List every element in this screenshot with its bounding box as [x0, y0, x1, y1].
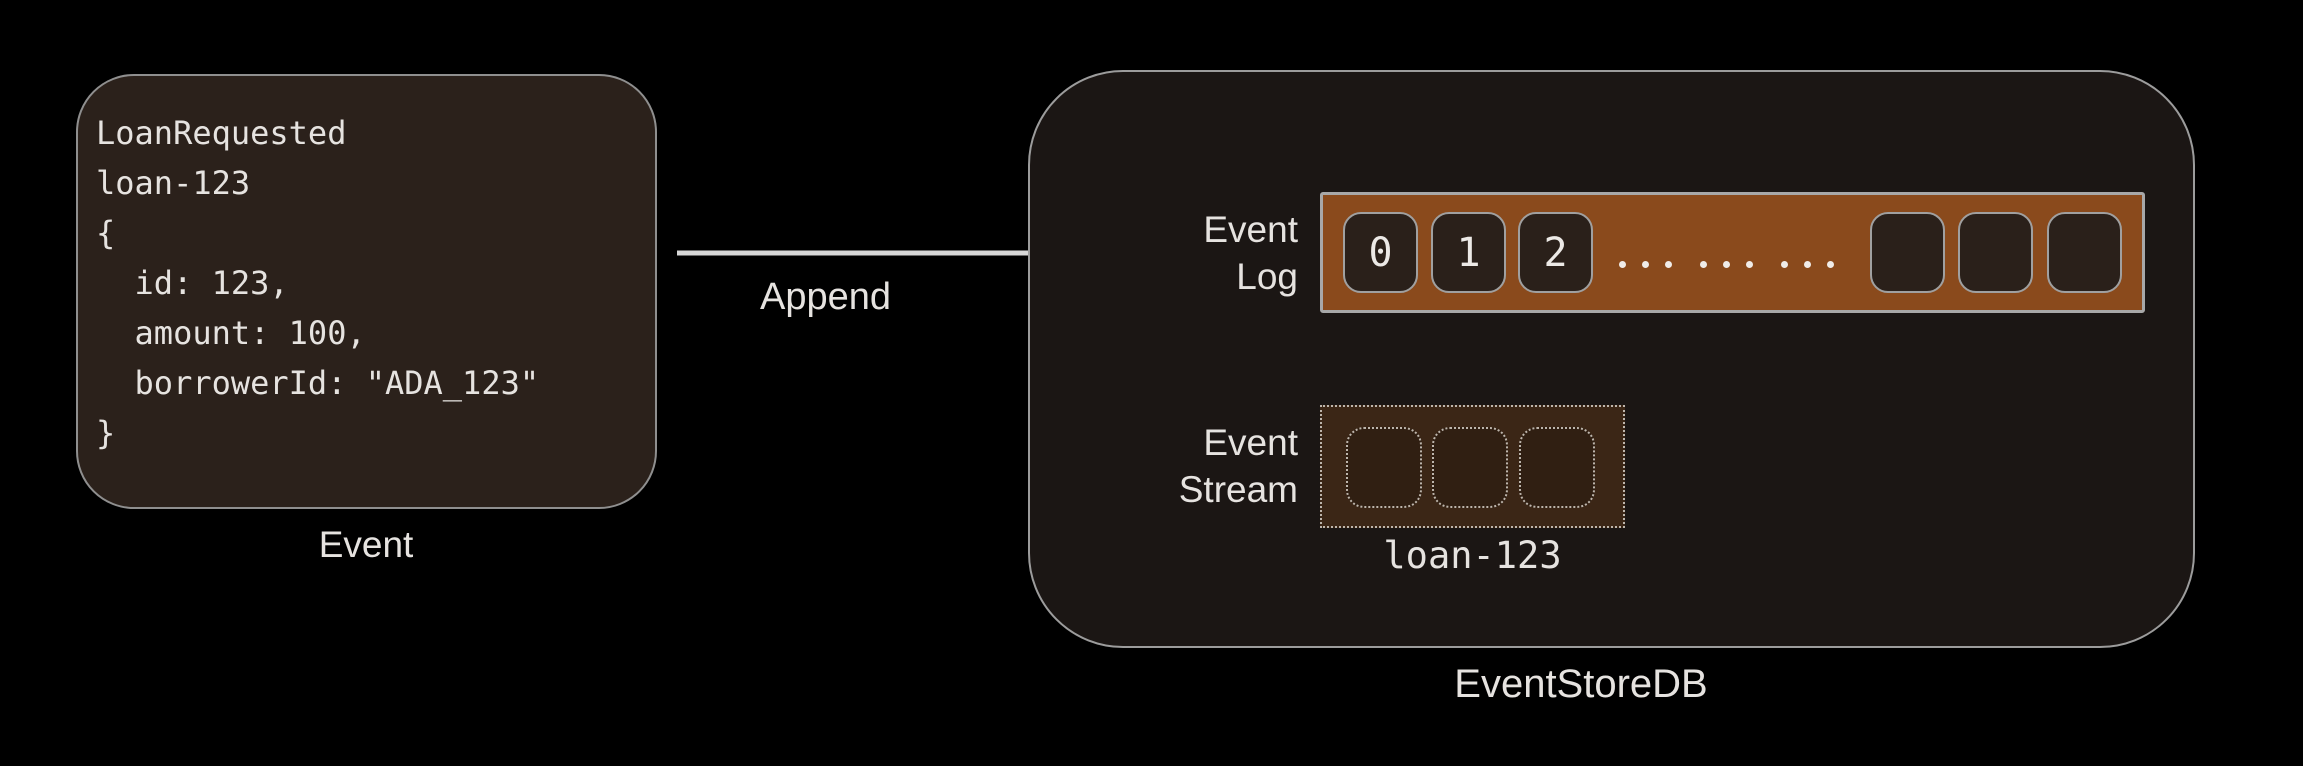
event-caption: Event	[318, 524, 414, 565]
ellipsis-dot-group	[1781, 261, 1834, 268]
stream-cell-empty	[1432, 427, 1508, 508]
log-cell-0: 0	[1343, 212, 1418, 293]
code-line-borrower-id: borrowerId: "ADA_123"	[96, 364, 540, 402]
ellipsis-dot-group	[1700, 261, 1753, 268]
code-line-amount: amount: 100,	[96, 314, 366, 352]
event-log-bar: 0 1 2	[1320, 192, 2145, 313]
event-log-label-line1: Event	[1203, 209, 1298, 250]
event-stream-label-line1: Event	[1203, 422, 1298, 463]
event-stream-label-line2: Stream	[1178, 469, 1298, 510]
code-line-stream-id: loan-123	[96, 164, 251, 202]
eventstoredb-container	[1028, 70, 2195, 648]
code-line-brace-close: }	[96, 414, 116, 452]
event-stream-label: Event Stream	[1058, 419, 1298, 513]
event-card: LoanRequested loan-123 { id: 123, amount…	[76, 74, 657, 509]
ellipsis-dots	[1619, 261, 1834, 268]
stream-cell-empty	[1346, 427, 1422, 508]
log-cell-empty	[2047, 212, 2122, 293]
code-line-event-type: LoanRequested	[96, 114, 347, 152]
stream-cell-empty	[1519, 427, 1595, 508]
log-cell-1: 1	[1431, 212, 1506, 293]
event-log-label: Event Log	[1058, 206, 1298, 300]
event-stream-box	[1320, 405, 1625, 528]
log-cell-empty	[1958, 212, 2033, 293]
event-log-label-line2: Log	[1236, 256, 1298, 297]
code-line-id: id: 123,	[96, 264, 289, 302]
ellipsis-dot-group	[1619, 261, 1672, 268]
eventstoredb-caption: EventStoreDB	[1454, 662, 1708, 706]
stream-name-label: loan-123	[1383, 534, 1562, 577]
log-cell-empty	[1870, 212, 1945, 293]
log-cell-2: 2	[1518, 212, 1593, 293]
code-line-brace-open: {	[96, 214, 116, 252]
append-label: Append	[760, 276, 892, 318]
